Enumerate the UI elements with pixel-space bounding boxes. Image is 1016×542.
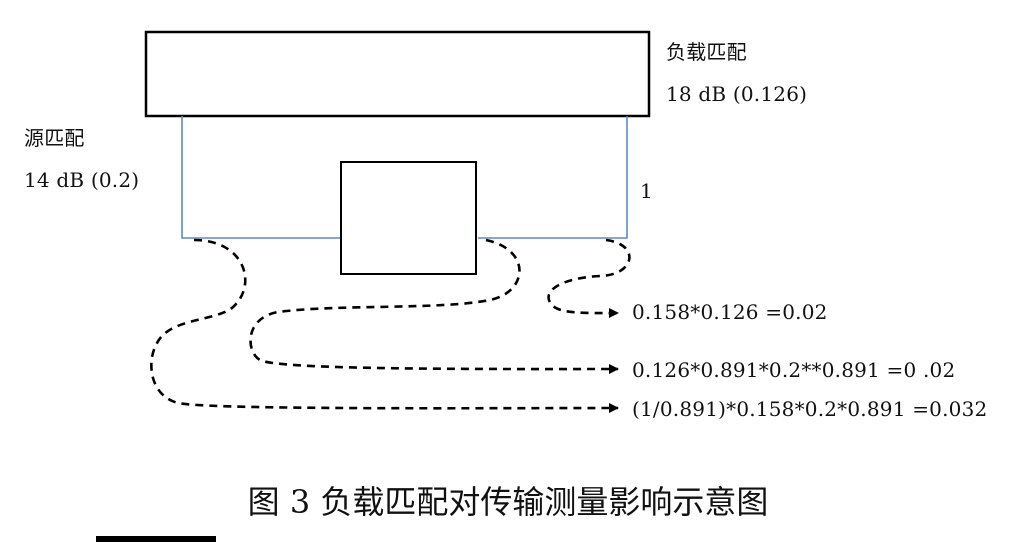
signal-path-2 bbox=[249, 238, 619, 375]
path-expression-1: 0.158*0.126 =0.02 bbox=[632, 300, 828, 324]
load-match-value: 18 dB (0.126) bbox=[666, 82, 808, 106]
load-box bbox=[144, 30, 651, 118]
connector-line bbox=[181, 116, 628, 239]
path-expression-2: 0.126*0.891*0.2**0.891 =0 .02 bbox=[632, 358, 956, 382]
source-match-value: 14 dB (0.2) bbox=[24, 168, 140, 192]
dut-box bbox=[340, 161, 477, 275]
load-match-title: 负载匹配 bbox=[666, 40, 747, 64]
source-match-title: 源匹配 bbox=[24, 126, 85, 150]
port-label: 1 bbox=[640, 179, 653, 203]
path-expression-3: (1/0.891)*0.158*0.2*0.891 =0.032 bbox=[632, 397, 988, 421]
signal-path-1 bbox=[547, 238, 631, 319]
cropped-text-fragment bbox=[96, 536, 216, 542]
figure-caption: 图 3 负载匹配对传输测量影响示意图 bbox=[247, 483, 769, 521]
signal-path-3 bbox=[150, 238, 619, 414]
